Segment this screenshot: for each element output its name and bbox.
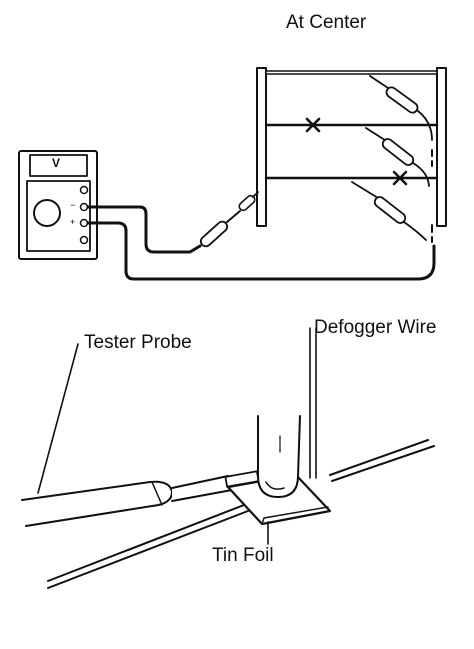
frame-right-post [436,67,447,227]
label-tester-probe: Tester Probe [84,332,192,353]
meter-lead-positive [86,221,436,281]
voltmeter-dial [33,199,61,227]
defogger-wire-1 [265,70,438,75]
break-mark-2-label: x [396,170,397,171]
terminal-minus-label: − [70,200,76,210]
defogger-wire-closeup [47,439,435,589]
break-mark-1-label: x [309,117,310,118]
meter-lead-negative [86,191,259,254]
probe-wire-2 [365,127,430,187]
leader-tester-probe [37,343,79,494]
terminal-4 [79,235,89,245]
label-at-center: At Center [286,12,367,33]
label-defogger-wire: Defogger Wire [314,317,437,338]
break-mark-1 [305,117,321,133]
voltmeter [18,150,98,260]
window-frame [256,67,447,227]
label-tin-foil: Tin Foil [212,545,274,566]
break-mark-2 [392,170,408,186]
terminal-1 [79,185,89,195]
voltmeter-display [29,154,88,177]
tester-probe [21,470,260,527]
probe-wire-3 [351,181,427,241]
voltmeter-display-label: V [52,156,61,170]
probe-wire-1 [369,75,433,141]
finger [257,415,301,498]
frame-left-post [256,67,267,227]
terminal-plus-label: + [70,217,76,227]
tin-foil-edge [261,506,329,525]
wire-top-outer [265,70,438,75]
